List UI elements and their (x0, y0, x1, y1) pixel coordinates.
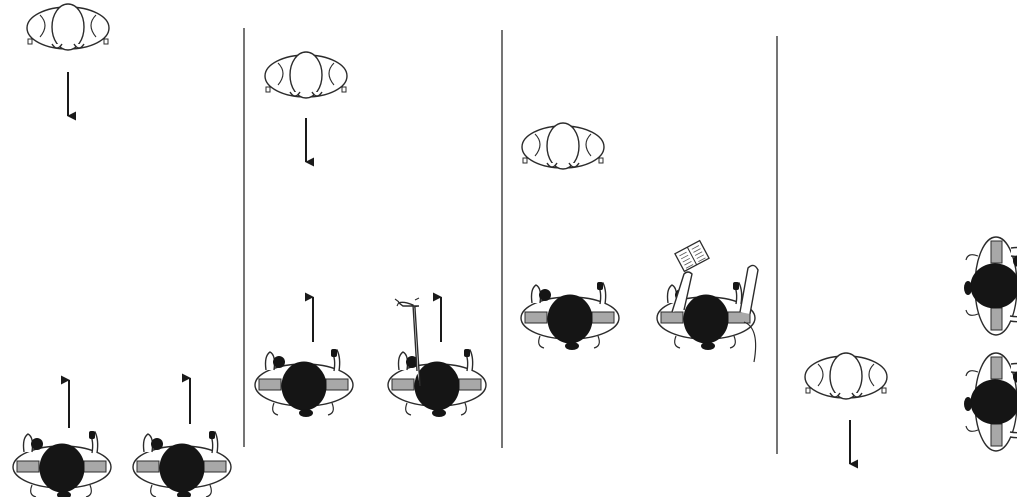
walker-figure-4 (805, 353, 887, 399)
person-b-reading-figure (657, 241, 758, 362)
walker-figure-1 (27, 4, 109, 50)
person-a-turned-figure (964, 237, 1017, 335)
person-a-seated-figure-3 (521, 282, 619, 350)
person-a-seated-figure-1 (13, 431, 111, 497)
walker-figure-2 (265, 52, 347, 98)
person-b-turned-figure (964, 353, 1017, 451)
person-b-seated-figure-1 (133, 431, 231, 497)
person-a-seated-figure-2 (255, 349, 353, 417)
person-b-raised-arm-figure (388, 298, 486, 417)
walker-figure-3 (522, 123, 604, 169)
